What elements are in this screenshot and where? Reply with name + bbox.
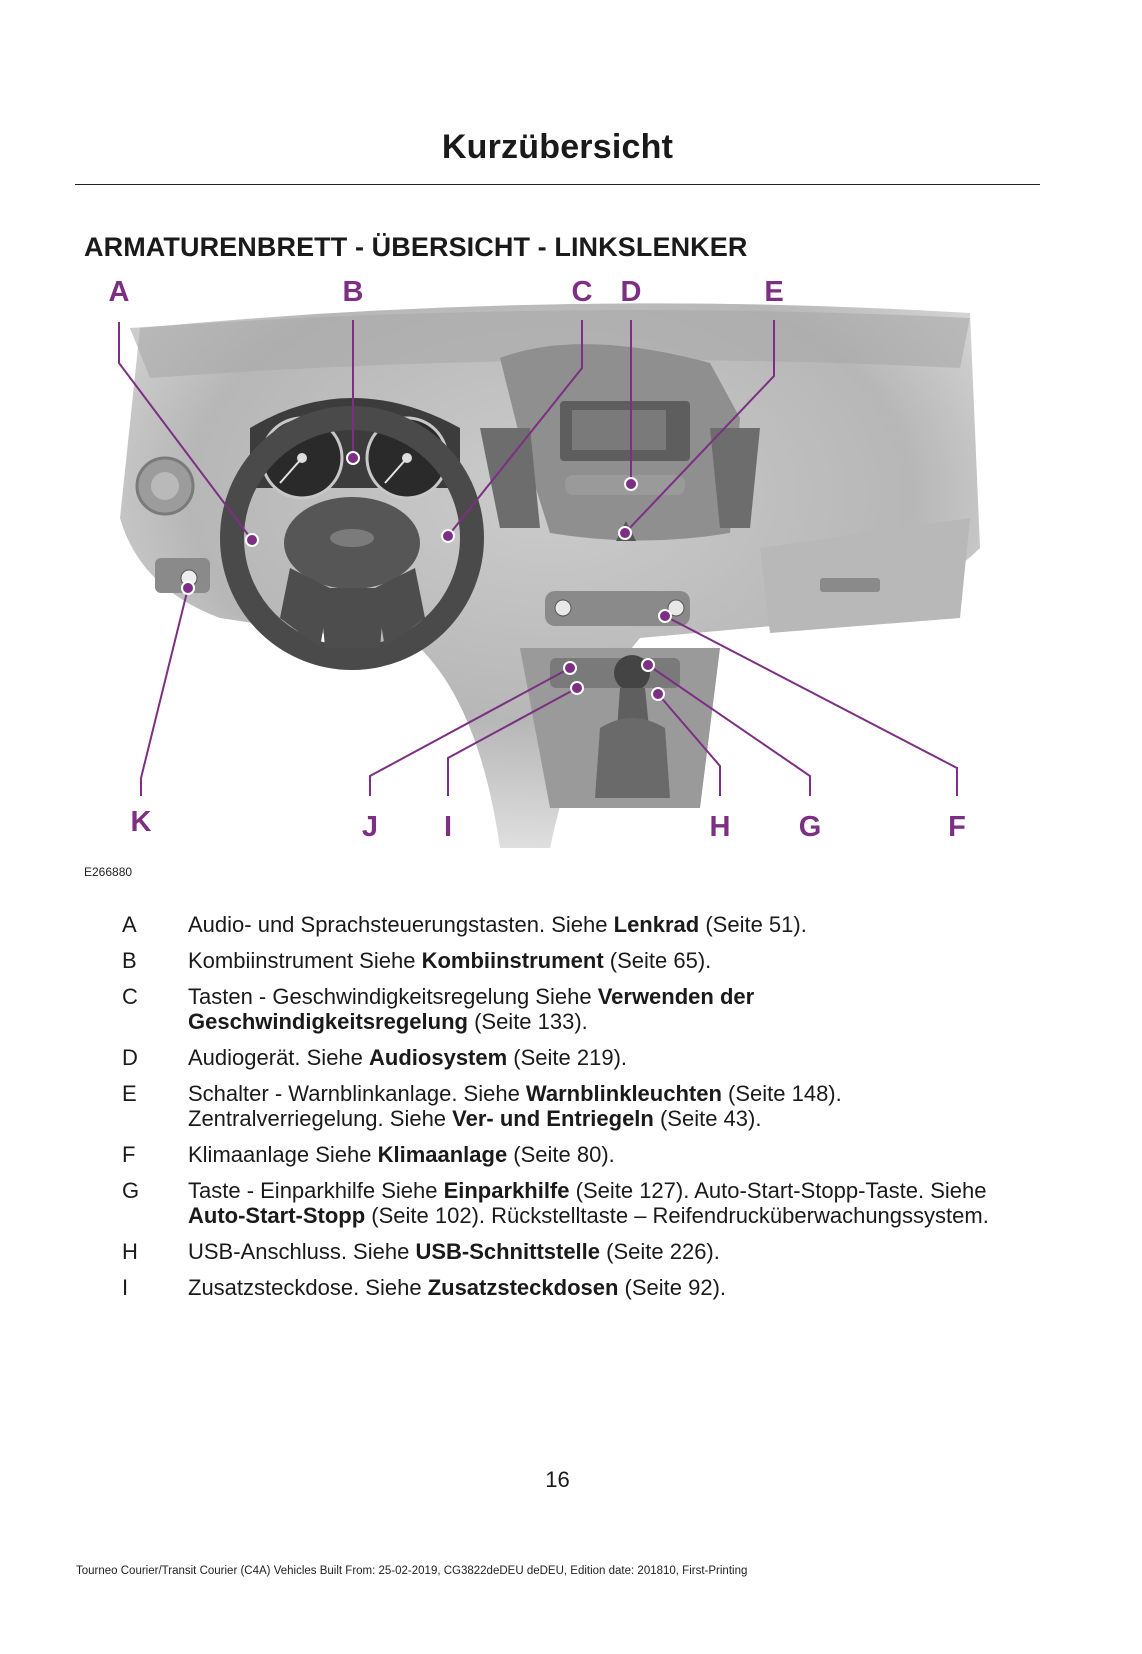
legend-letter: H	[122, 1239, 138, 1264]
legend-text: Audio- und Sprachsteuerungstasten. Siehe…	[188, 912, 1038, 937]
legend-text-segment: (Seite 133).	[467, 1009, 588, 1034]
section-heading: ARMATURENBRETT - ÜBERSICHT - LINKSLENKER	[84, 232, 748, 262]
callout-j: J	[361, 811, 379, 843]
cross-reference: Lenkrad	[613, 912, 700, 937]
legend-item: G Taste - Einparkhilfe Siehe Einparkhilf…	[118, 1178, 1038, 1228]
cross-reference: Kombiinstrument	[421, 948, 604, 973]
callout-legend: A Audio- und Sprachsteuerungstasten. Sie…	[118, 912, 1038, 1311]
legend-text-segment: (Seite 65).	[603, 948, 712, 973]
legend-item: D Audiogerät. Siehe Audiosystem (Seite 2…	[118, 1045, 1038, 1070]
callout-e: E	[764, 276, 784, 308]
legend-text-segment: Zusatzsteckdose. Siehe	[188, 1275, 428, 1300]
legend-item: E Schalter - Warnblinkanlage. Siehe Warn…	[118, 1081, 1038, 1131]
page-number: 16	[545, 1467, 570, 1492]
legend-text: Audiogerät. Siehe Audiosystem (Seite 219…	[188, 1045, 1038, 1070]
figure-id: E266880	[84, 865, 133, 879]
cross-reference: USB-Schnittstelle	[415, 1239, 601, 1264]
page-footer: Tourneo Courier/Transit Courier (C4A) Ve…	[76, 1565, 748, 1577]
legend-text-segment: Klimaanlage Siehe	[188, 1142, 378, 1167]
callout-i: I	[443, 811, 453, 843]
cross-reference: Audiosystem	[369, 1045, 508, 1070]
legend-letter: G	[122, 1178, 140, 1203]
title-divider	[75, 184, 1040, 185]
legend-text: Klimaanlage Siehe Klimaanlage (Seite 80)…	[188, 1142, 1038, 1167]
callout-a: A	[108, 276, 130, 308]
legend-text: USB-Anschluss. Siehe USB-Schnittstelle (…	[188, 1239, 1038, 1264]
callout-h: H	[709, 811, 731, 843]
legend-letter: C	[122, 984, 138, 1009]
legend-text-segment: Audiogerät. Siehe	[188, 1045, 370, 1070]
cross-reference: Ver- und Entriegeln	[452, 1106, 654, 1131]
cross-reference: Warnblinkleuchten	[525, 1081, 722, 1106]
dashboard-figure: E266880 A B C D E F G H I J K	[80, 276, 1040, 888]
legend-item: C Tasten - Geschwindigkeitsregelung Sieh…	[118, 984, 1038, 1034]
legend-text-segment: (Seite 43).	[653, 1106, 762, 1131]
cross-reference: Einparkhilfe	[443, 1178, 570, 1203]
legend-text-segment: (Seite 148). Zentralverriegelung. Siehe	[188, 1081, 842, 1131]
legend-letter: B	[122, 948, 137, 973]
cross-reference: Zusatzsteckdosen	[427, 1275, 619, 1300]
callout-k: K	[130, 806, 152, 838]
legend-text-segment: Tasten - Geschwindigkeitsregelung Siehe	[188, 984, 598, 1009]
legend-item: H USB-Anschluss. Siehe USB-Schnittstelle…	[118, 1239, 1038, 1264]
legend-letter: F	[122, 1142, 136, 1167]
dashboard-illustration	[118, 303, 980, 848]
legend-text-segment: (Seite 51).	[699, 912, 807, 937]
page-title: Kurzübersicht	[441, 128, 674, 166]
cross-reference: Auto-Start-Stopp	[188, 1203, 366, 1228]
legend-text: Schalter - Warnblinkanlage. Siehe Warnbl…	[188, 1081, 1038, 1131]
callout-g: G	[798, 811, 822, 843]
legend-text-segment: (Seite 80).	[507, 1142, 615, 1167]
legend-text: Kombiinstrument Siehe Kombiinstrument (S…	[188, 948, 1038, 973]
cross-reference: Verwenden der Geschwindigkeitsregelung	[188, 984, 755, 1034]
legend-item: I Zusatzsteckdose. Siehe Zusatzsteckdose…	[118, 1275, 1038, 1300]
callout-b: B	[342, 276, 364, 308]
legend-text-segment: Taste - Einparkhilfe Siehe	[188, 1178, 444, 1203]
legend-item: F Klimaanlage Siehe Klimaanlage (Seite 8…	[118, 1142, 1038, 1167]
legend-text: Taste - Einparkhilfe Siehe Einparkhilfe …	[188, 1178, 1038, 1228]
legend-text-segment: Kombiinstrument Siehe	[188, 948, 422, 973]
legend-text: Tasten - Geschwindigkeitsregelung Siehe …	[188, 984, 1038, 1034]
legend-letter: I	[122, 1275, 129, 1300]
callout-d: D	[620, 276, 642, 308]
legend-letter: E	[122, 1081, 137, 1106]
legend-text-segment: (Seite 92).	[618, 1275, 727, 1300]
legend-text-segment: (Seite 102). Rückstelltaste – Reifendruc…	[365, 1203, 989, 1228]
legend-text-segment: (Seite 127). Auto-Start-Stopp-Taste. Sie…	[569, 1178, 987, 1203]
legend-item: A Audio- und Sprachsteuerungstasten. Sie…	[118, 912, 1038, 937]
legend-text-segment: USB-Anschluss. Siehe	[188, 1239, 416, 1264]
legend-item: B Kombiinstrument Siehe Kombiinstrument …	[118, 948, 1038, 973]
legend-text-segment: Audio- und Sprachsteuerungstasten. Siehe	[188, 912, 614, 937]
legend-text: Zusatzsteckdose. Siehe Zusatzsteckdosen …	[188, 1275, 1038, 1300]
callout-c: C	[571, 276, 593, 308]
callout-f: F	[948, 811, 966, 843]
legend-text-segment: (Seite 226).	[600, 1239, 720, 1264]
cross-reference: Klimaanlage	[377, 1142, 508, 1167]
legend-text-segment: (Seite 219).	[507, 1045, 628, 1070]
legend-letter: A	[122, 912, 137, 937]
legend-letter: D	[122, 1045, 138, 1070]
legend-text-segment: Schalter - Warnblinkanlage. Siehe	[188, 1081, 526, 1106]
